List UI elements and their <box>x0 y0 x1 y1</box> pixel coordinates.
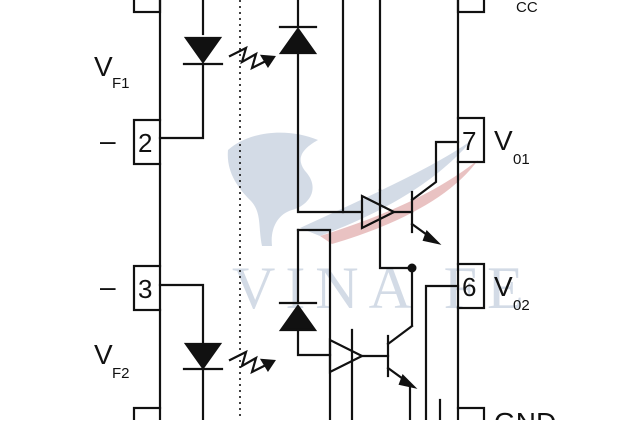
pin6-wire <box>424 284 460 422</box>
pd1-diode-symbol <box>278 27 318 55</box>
pin-3-sign: – <box>100 271 116 302</box>
light-arrow-2-head <box>259 358 276 373</box>
v02-label-main: V <box>494 271 513 302</box>
pin-1-box <box>132 0 162 14</box>
light-arrow-1-head <box>259 54 276 69</box>
pin-6-number: 6 <box>462 272 476 302</box>
led1-diode-symbol <box>183 36 223 64</box>
pd2-anode-wire <box>296 328 332 357</box>
gnd-label: GND <box>494 407 556 420</box>
led1-cathode-wire <box>158 62 205 140</box>
pd1-anode-wire <box>296 51 364 214</box>
watermark-text: VINA FE <box>232 255 534 321</box>
amplifier-1 <box>360 194 397 230</box>
watermark-horse-shape <box>227 132 318 246</box>
vcc-label-sub: CC <box>516 0 538 16</box>
pin-2-box <box>132 118 162 166</box>
pin-3-number: 3 <box>138 274 152 304</box>
vf2-label-sub: F2 <box>112 365 130 382</box>
pin-2-number: 2 <box>138 128 152 158</box>
pin-4-box <box>132 406 162 425</box>
pin-7-number: 7 <box>462 126 476 156</box>
v02-label-sub: 02 <box>513 297 530 314</box>
vf1-label-sub: F1 <box>112 75 130 92</box>
pin-5-box <box>456 406 486 425</box>
pin-2-sign: – <box>100 125 116 156</box>
amplifier-2 <box>328 338 365 374</box>
led2-diode-symbol <box>183 342 223 370</box>
pin-7-box <box>456 116 486 164</box>
q1-collector <box>410 140 460 202</box>
q2-emitter-arrow <box>398 374 418 389</box>
light-arrow-1 <box>228 45 274 71</box>
q1-bias-wire <box>378 188 414 270</box>
q1-emitter-arrow <box>422 230 442 245</box>
led2-anode-wire <box>158 283 205 346</box>
q2-collector <box>386 324 414 346</box>
light-arrow-2 <box>228 349 274 375</box>
vf1-label-main: V <box>94 51 113 82</box>
watermark-swoosh-red <box>320 160 478 244</box>
v01-label-main: V <box>494 125 513 156</box>
pin-8-box <box>456 0 486 14</box>
pin-3-box <box>132 264 162 312</box>
vf2-label-main: V <box>94 339 113 370</box>
v01-label-sub: 01 <box>513 151 530 168</box>
